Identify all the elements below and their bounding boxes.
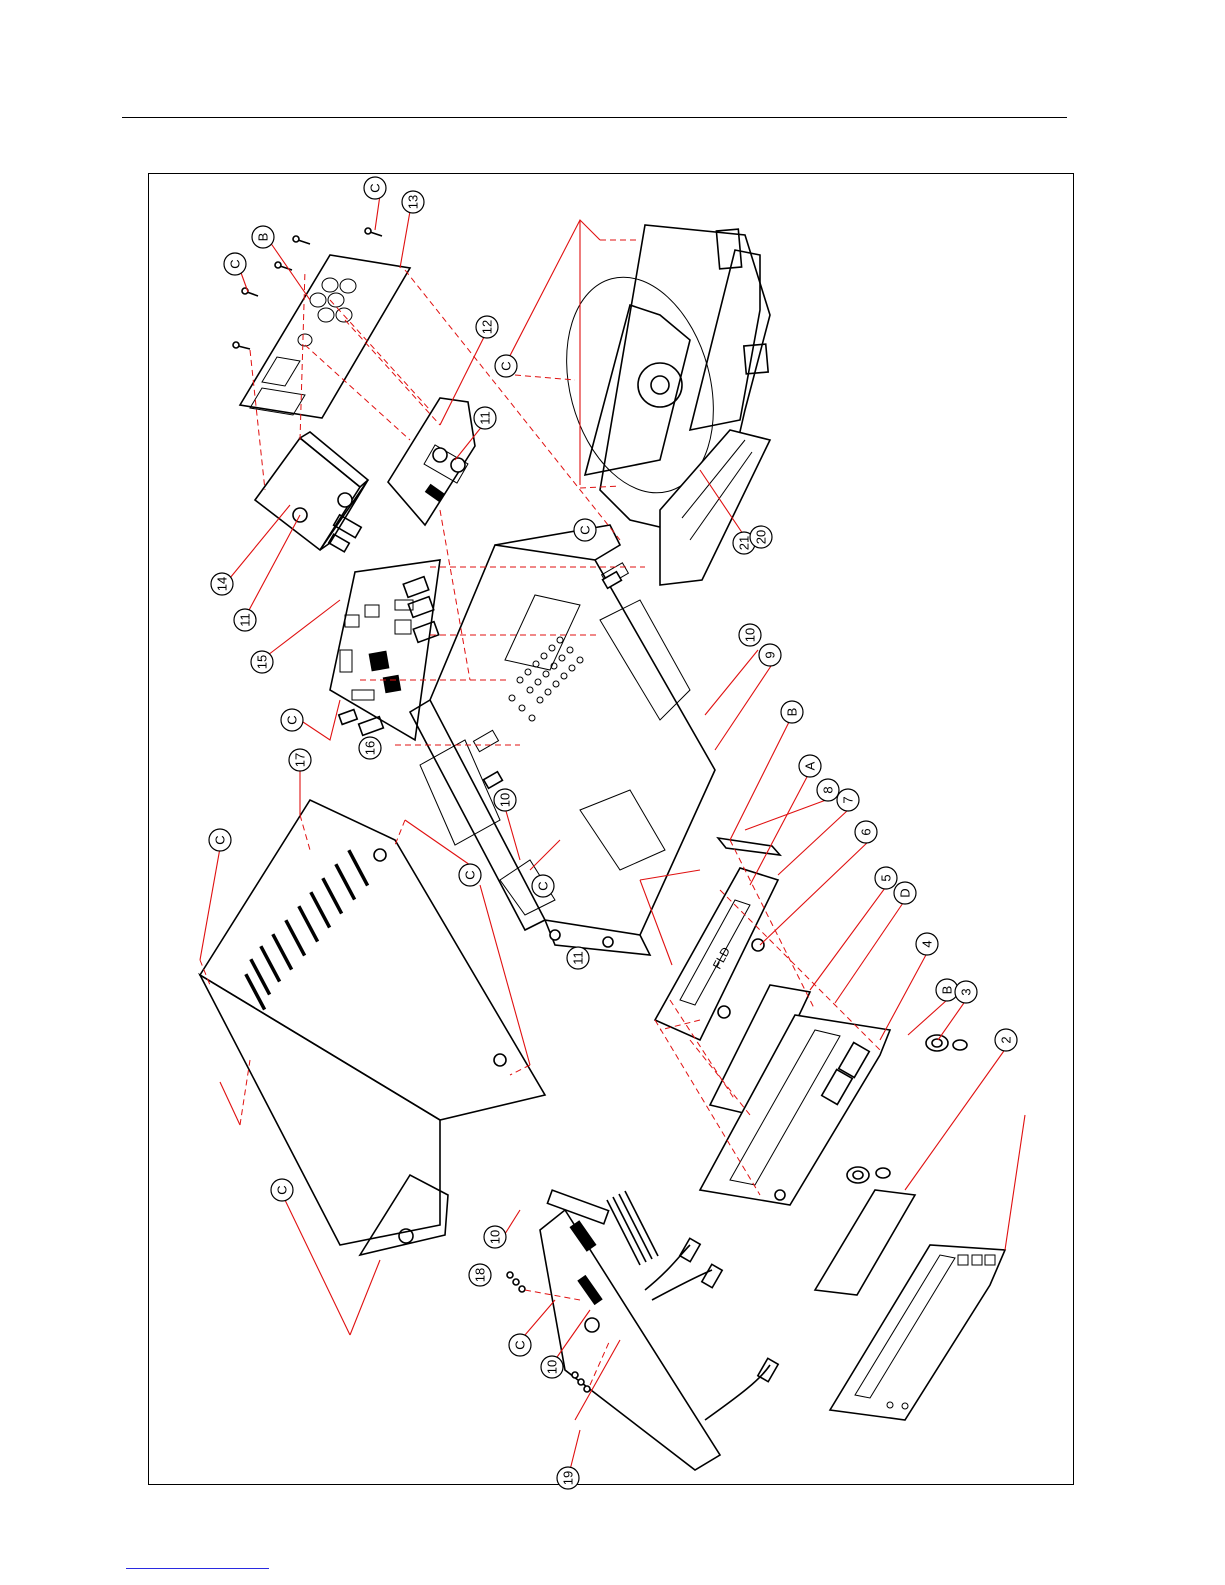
callout-14: 14 — [211, 573, 233, 595]
svg-text:C: C — [499, 361, 514, 370]
part-main-board-15 — [330, 560, 440, 740]
callout-8: 8 — [817, 779, 839, 801]
callout-11-c: 11 — [567, 947, 589, 969]
callout-b-mid: B — [781, 701, 803, 723]
svg-text:C: C — [285, 715, 300, 724]
callout-10-a: 10 — [739, 624, 761, 646]
svg-text:15: 15 — [255, 655, 270, 669]
part-lens-2 — [815, 1190, 915, 1295]
svg-text:11: 11 — [238, 613, 253, 627]
svg-text:C: C — [536, 881, 551, 890]
callout-c-board: C — [281, 709, 303, 731]
svg-text:C: C — [275, 1185, 290, 1194]
svg-text:C: C — [228, 259, 243, 268]
callout-2: 2 — [995, 1029, 1017, 1051]
svg-text:B: B — [256, 233, 271, 242]
svg-text:20: 20 — [754, 530, 769, 544]
svg-text:10: 10 — [488, 1230, 503, 1244]
callout-b-top: B — [252, 226, 274, 248]
callout-16: 16 — [359, 737, 381, 759]
svg-text:16: 16 — [363, 741, 378, 755]
svg-text:11: 11 — [571, 951, 586, 965]
callout-c-top: C — [364, 177, 386, 199]
svg-text:6: 6 — [859, 828, 874, 835]
callout-11-b: 11 — [234, 609, 256, 631]
svg-text:C: C — [213, 835, 228, 844]
svg-text:17: 17 — [293, 753, 308, 767]
callout-10-d: 10 — [541, 1356, 563, 1378]
callout-18: 18 — [469, 1264, 491, 1286]
callout-d: D — [894, 882, 916, 904]
svg-text:C: C — [463, 870, 478, 879]
svg-text:C: C — [368, 183, 383, 192]
callout-3: 3 — [955, 981, 977, 1003]
part-chassis-9 — [410, 525, 715, 955]
svg-text:D: D — [898, 888, 913, 897]
callout-12: 12 — [476, 316, 498, 338]
svg-text:A: A — [803, 761, 818, 770]
svg-text:5: 5 — [879, 874, 894, 881]
callout-13: 13 — [402, 191, 424, 213]
svg-text:8: 8 — [821, 786, 836, 793]
callout-5: 5 — [875, 867, 897, 889]
svg-text:10: 10 — [498, 793, 513, 807]
svg-text:12: 12 — [480, 320, 495, 334]
callout-c-topleft: C — [224, 253, 246, 275]
callout-7: 7 — [837, 789, 859, 811]
callout-10-b: 10 — [494, 789, 516, 811]
svg-text:10: 10 — [545, 1360, 560, 1374]
svg-text:19: 19 — [561, 1471, 576, 1485]
callout-c-chassis: C — [574, 519, 596, 541]
svg-text:4: 4 — [920, 940, 935, 947]
callout-4: 4 — [916, 933, 938, 955]
callout-15: 15 — [251, 651, 273, 673]
svg-text:B: B — [785, 708, 800, 717]
svg-text:10: 10 — [743, 628, 758, 642]
svg-text:C: C — [513, 1340, 528, 1349]
part-front-panel-13 — [240, 255, 410, 418]
svg-text:C: C — [578, 525, 593, 534]
callout-c-drive: C — [495, 355, 517, 377]
callout-c-cover: C — [209, 829, 231, 851]
svg-text:2: 2 — [999, 1036, 1014, 1043]
svg-text:3: 3 — [959, 988, 974, 995]
callout-19: 19 — [557, 1467, 579, 1489]
callout-17: 17 — [289, 749, 311, 771]
callout-c-cover-b: C — [271, 1179, 293, 1201]
svg-text:21: 21 — [737, 536, 752, 550]
callout-10-c: 10 — [484, 1226, 506, 1248]
callout-c-cover-r: C — [459, 864, 481, 886]
callout-a: A — [799, 755, 821, 777]
svg-text:7: 7 — [841, 796, 856, 803]
part-display-board-12 — [388, 398, 475, 525]
callout-c-inner: C — [532, 875, 554, 897]
callout-11-a: 11 — [474, 407, 496, 429]
callout-6: 6 — [855, 821, 877, 843]
callout-20: 20 — [750, 526, 772, 548]
svg-text:13: 13 — [406, 195, 421, 209]
svg-text:14: 14 — [215, 577, 230, 591]
callout-c-psu: C — [509, 1334, 531, 1356]
svg-text:B: B — [940, 986, 955, 995]
svg-text:18: 18 — [473, 1268, 488, 1282]
svg-text:9: 9 — [763, 651, 778, 658]
svg-text:11: 11 — [478, 411, 493, 425]
part-transformer-14 — [255, 432, 368, 552]
callout-9: 9 — [759, 644, 781, 666]
